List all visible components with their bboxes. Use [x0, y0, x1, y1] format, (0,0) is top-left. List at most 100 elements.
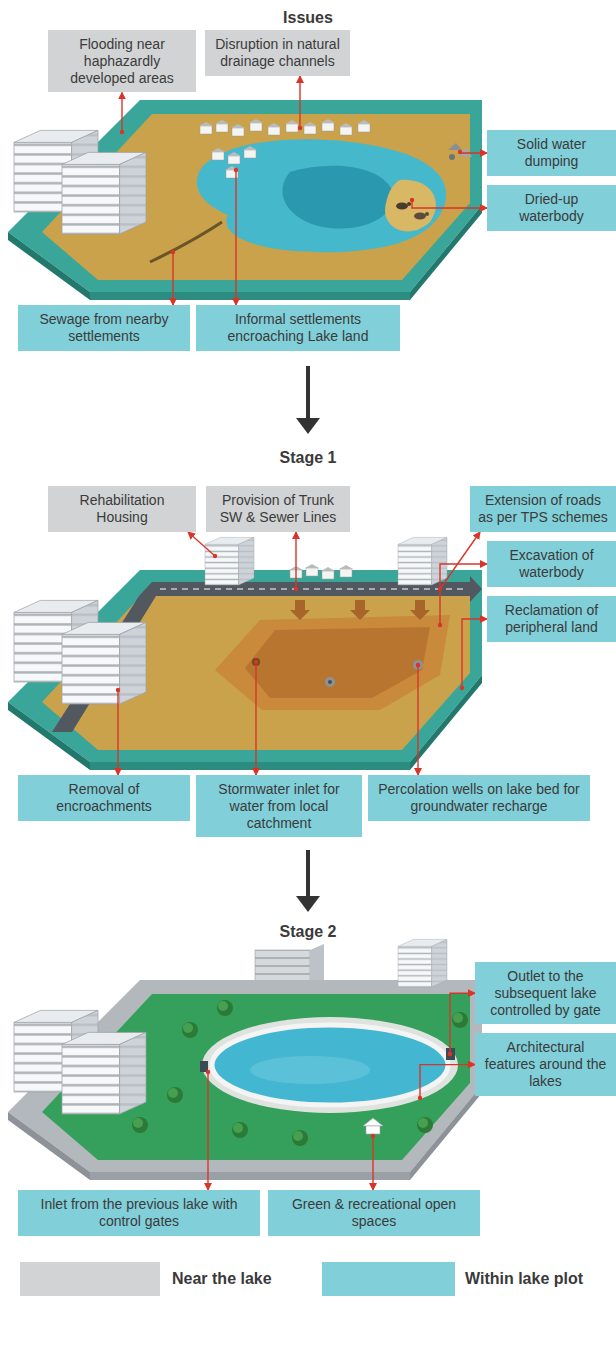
issues-illustration-part — [407, 202, 411, 206]
issues-illustration-part — [42, 114, 470, 280]
callout-box: Disruption in natural drainage channels — [205, 30, 350, 76]
issues-illustration-part — [62, 152, 146, 234]
stage2-illustration-part — [398, 939, 447, 987]
issues-illustration-part — [449, 154, 455, 160]
issues-illustration-part — [211, 148, 225, 160]
stage-arrow — [296, 366, 320, 434]
stage2-illustration — [8, 939, 482, 1180]
callout-text: Disruption in natural drainage channels — [213, 36, 342, 70]
callout-box: Removal of encroachments — [18, 775, 190, 821]
callout-box: Extension of roads as per TPS schemes — [470, 486, 616, 532]
stage2-illustration-part — [232, 1122, 248, 1138]
callout-text: Percolation wells on lake bed for ground… — [376, 781, 582, 815]
stage1-illustration-part — [325, 677, 335, 687]
callout-text: Dried-up waterbody — [495, 191, 608, 225]
callout-box: Outlet to the subsequent lake controlled… — [475, 962, 616, 1024]
issues-illustration-part — [249, 119, 263, 131]
stage1-illustration-part — [62, 622, 146, 704]
callout-text: Extension of roads as per TPS schemes — [478, 492, 608, 526]
leader-dot — [458, 150, 462, 154]
leader-line — [412, 200, 487, 208]
stage1-illustration-part — [470, 576, 482, 602]
issues-illustration-part — [227, 152, 241, 164]
legend-swatch — [20, 1262, 160, 1296]
stage2-illustration-part — [62, 1032, 146, 1114]
callout-text: Inlet from the previous lake with contro… — [26, 1196, 252, 1230]
issues-illustration-part — [231, 124, 245, 136]
stage2-illustration-part — [132, 1117, 148, 1133]
section-title: Stage 1 — [0, 448, 616, 467]
leader-line — [121, 92, 122, 132]
leader-dot — [116, 688, 120, 692]
stage2-illustration-part — [363, 1118, 383, 1126]
callout-text: Provision of Trunk SW & Sewer Lines — [214, 492, 342, 526]
callout-text: Informal settlements encroaching Lake la… — [204, 311, 392, 345]
stage-arrow-part — [296, 418, 320, 434]
callout-box: Reclamation of peripheral land — [487, 596, 616, 642]
callout-box: Provision of Trunk SW & Sewer Lines — [206, 486, 350, 532]
stage2-illustration-part — [182, 1022, 198, 1038]
issues-illustration-part — [425, 212, 429, 216]
leader-dot — [254, 660, 258, 664]
stage2-illustration-part — [366, 1126, 380, 1134]
callout-text: Sewage from nearby settlements — [26, 311, 182, 345]
stage2-illustration-part — [212, 1025, 448, 1105]
issues-illustration-part — [339, 123, 353, 135]
leader-dot — [206, 1070, 210, 1074]
issues-illustration-part — [357, 120, 371, 132]
leader-line — [372, 1136, 373, 1190]
callout-text: Outlet to the subsequent lake controlled… — [483, 968, 608, 1018]
callout-text: Reclamation of peripheral land — [495, 602, 608, 636]
issues-illustration-part — [90, 292, 410, 300]
stage1-illustration-part — [245, 627, 430, 698]
leader-dot — [416, 663, 420, 667]
issues-illustration-part — [8, 100, 482, 292]
leader-line — [420, 1065, 475, 1098]
stage2-illustration-part — [292, 1130, 308, 1146]
stage1-illustration — [8, 537, 482, 770]
issues-illustration-part — [282, 166, 393, 229]
section-title: Issues — [0, 8, 616, 27]
legend-swatch — [322, 1262, 455, 1296]
leader-dot — [234, 168, 238, 172]
issues-illustration-part — [414, 213, 426, 220]
legend-text: Near the lake — [172, 1269, 272, 1288]
callout-box: Rehabilitation Housing — [48, 486, 196, 532]
leader-dot — [418, 1096, 422, 1100]
callout-text: Flooding near haphazardly developed area… — [56, 36, 188, 86]
issues-illustration-part — [303, 122, 317, 134]
leader-line — [207, 1072, 208, 1190]
leader-dot — [448, 1052, 452, 1056]
issues-illustration-part — [215, 120, 229, 132]
callout-box: Green & recreational open spaces — [268, 1190, 480, 1236]
leader-line — [235, 170, 236, 305]
stage2-illustration-part — [90, 1172, 410, 1180]
stage1-illustration-part — [290, 600, 310, 620]
stage1-illustration-part — [416, 663, 420, 667]
callout-box: Excavation of waterbody — [487, 541, 616, 587]
issues-illustration-part — [385, 180, 436, 232]
stage2-illustration-part — [417, 1117, 433, 1133]
callout-text: Stormwater inlet for water from local ca… — [204, 781, 354, 831]
stage1-illustration-part — [160, 589, 466, 590]
legend-text: Within lake plot — [465, 1269, 583, 1288]
leader-dot — [438, 623, 442, 627]
issues-illustration-part — [321, 119, 335, 131]
callout-box: Architectural features around the lakes — [475, 1033, 616, 1095]
stage2-illustration-part — [250, 1056, 370, 1084]
callout-text: Architectural features around the lakes — [483, 1039, 608, 1089]
stage-arrow-part — [306, 850, 310, 898]
leader-line — [450, 993, 475, 1054]
leader-line — [417, 665, 418, 775]
issues-illustration-part — [396, 203, 408, 210]
leader-line — [295, 532, 296, 589]
leader-line — [255, 662, 256, 775]
stage-arrow — [296, 850, 320, 912]
leader-dot — [213, 554, 217, 558]
callout-box: Dried-up waterbody — [487, 185, 616, 231]
leader-line — [299, 76, 300, 128]
stage1-illustration-part — [339, 565, 353, 577]
leader-dot — [460, 686, 464, 690]
callout-text: Rehabilitation Housing — [56, 492, 188, 526]
